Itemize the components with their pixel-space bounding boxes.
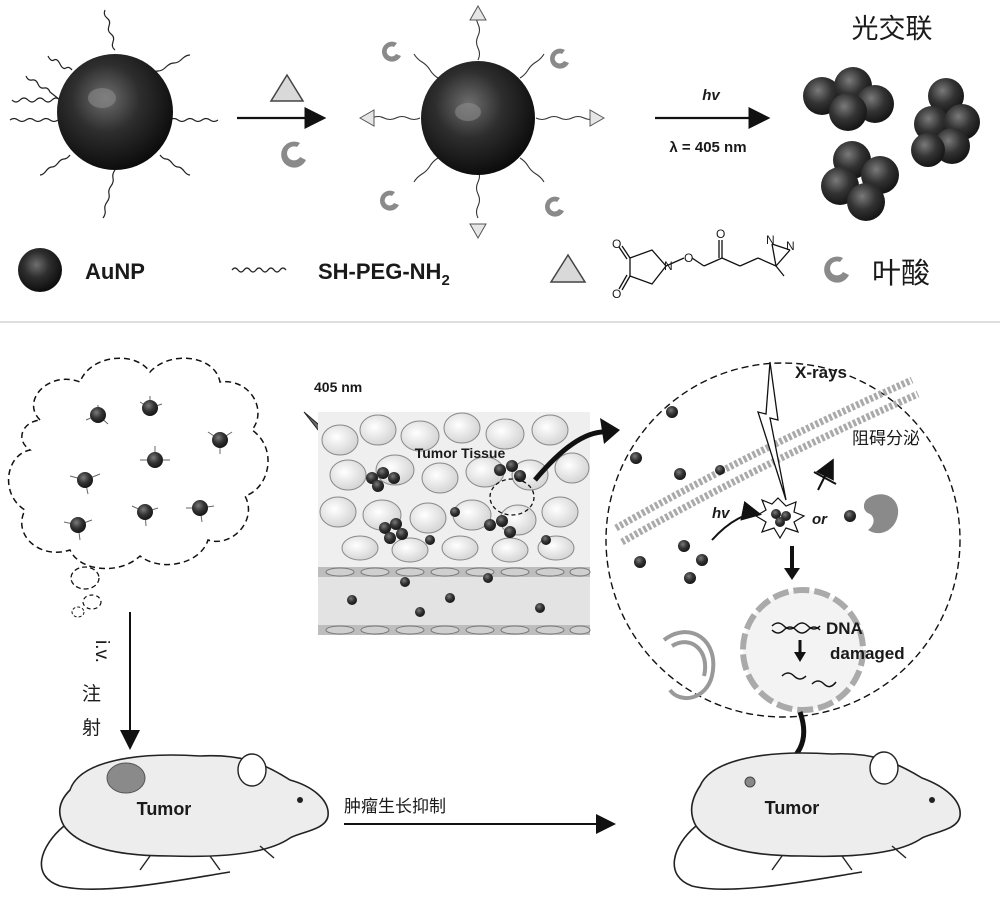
diazirine-triangle-icon [360,110,374,126]
tumor-dot [745,777,755,787]
top-panel: hv λ = 405 nm 光交联 [10,6,980,238]
tumor-label-right: Tumor [765,798,820,818]
laser-label: 405 nm [314,379,362,395]
aunp-core [421,61,535,175]
functionalized-aunp [360,6,604,238]
cluster-2 [911,78,980,167]
photo-arrow: hv λ = 405 nm [655,87,766,156]
folate-legend-label: 叶酸 [872,257,930,290]
mouse-right: Tumor [674,752,960,889]
svg-text:N: N [766,233,775,247]
cell-zoom-circle: X-rays 阻碍分泌 hv or [606,362,960,717]
folate-icon [281,142,306,168]
svg-text:O: O [716,227,725,241]
block-label: 阻碍分泌 [852,429,920,448]
damaged-label: damaged [830,644,905,663]
crosslinked-clusters [803,67,980,221]
svg-text:N: N [786,239,795,253]
folate-legend-icon [824,257,849,283]
xray-label: X-rays [795,363,847,382]
crosslink-title: 光交联 [852,14,933,44]
growth-label: 肿瘤生长抑制 [344,797,446,816]
folate-icon [382,42,401,62]
hv-label-zoom: hv [712,505,731,522]
nhs-diazirine-structure [619,240,790,290]
svg-text:O: O [612,237,621,251]
dna-label: DNA [826,619,863,638]
peg-legend-icon [232,268,286,272]
tumor-blob [107,763,145,793]
svg-text:O: O [612,287,621,301]
diazirine-triangle-icon [590,110,604,126]
bottom-panel: i.v. 注 射 405 nm [9,358,961,889]
inject-char-1: 注 [82,683,101,705]
tumor-tissue: Tumor Tissue [318,412,590,635]
bare-aunp [10,10,218,218]
svg-text:O: O [684,251,693,265]
hv-label: hv [702,87,721,104]
svg-text:N: N [664,259,673,273]
aunp-highlight [88,88,116,108]
diazirine-legend-icon [551,255,585,282]
reaction-arrow-1 [237,75,322,168]
wavelength-label: λ = 405 nm [669,139,746,156]
aunp-core [57,54,173,170]
diazirine-triangle-icon [470,6,486,20]
tissue-label: Tumor Tissue [415,445,506,461]
aunp-legend-icon [18,248,62,292]
mouse-left: Tumor [41,754,328,889]
diazirine-triangle-icon [271,75,303,101]
cluster-1 [803,67,894,131]
inject-char-2: 射 [82,717,101,739]
nanoparticle-cloud [9,358,268,617]
legend-row: AuNP SH-PEG-NH2 O O N O [18,227,930,301]
cluster-3 [821,141,899,221]
peg-legend-label: SH-PEG-NH2 [318,259,450,289]
folate-icon [550,49,569,69]
tumor-label-left: Tumor [137,799,192,819]
folate-icon [380,191,399,211]
aunp-legend-label: AuNP [85,259,145,284]
or-label: or [812,511,828,528]
diazirine-triangle-icon [470,224,486,238]
folate-icon [545,197,564,217]
iv-label: i.v. [91,640,112,663]
